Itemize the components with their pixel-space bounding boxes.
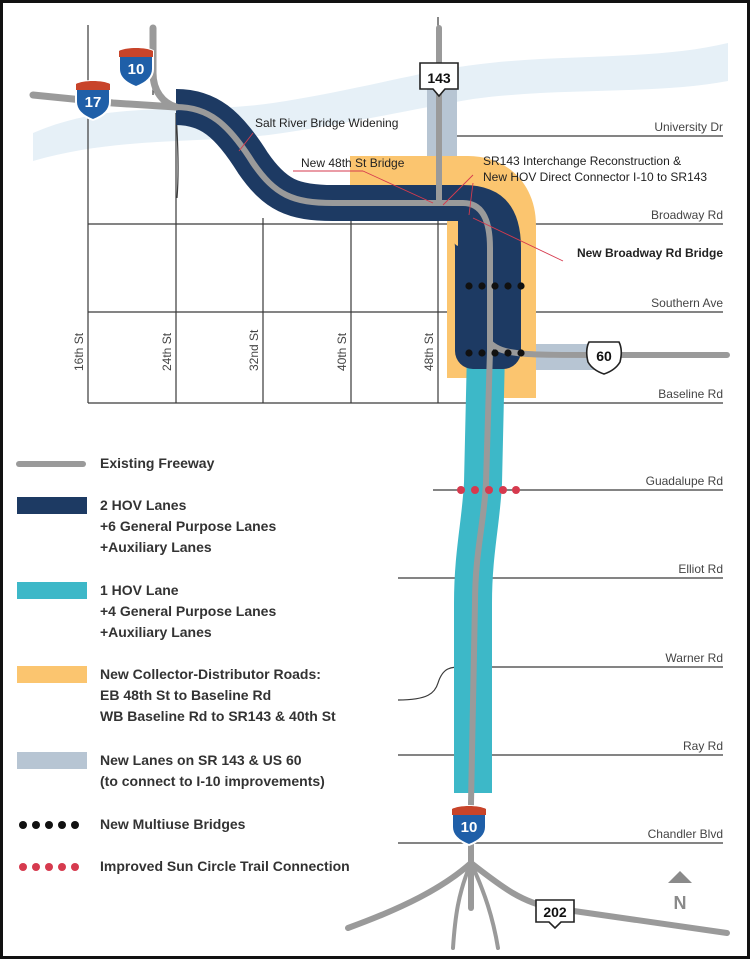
legend-dot xyxy=(32,863,40,871)
legend-item-collector: New Collector-Distributor Roads: EB 48th … xyxy=(17,666,336,724)
legend-swatch-hov2 xyxy=(17,497,87,514)
collector-distributor-roads xyxy=(350,156,536,398)
legend-label: 2 HOV Lanes xyxy=(100,497,187,513)
street-labels-ns: 16th St 24th St 32nd St 40th St 48th St xyxy=(72,329,436,371)
legend-label: +Auxiliary Lanes xyxy=(100,624,212,640)
north-arrow-icon: N xyxy=(668,871,692,913)
i10-bottom-number: 10 xyxy=(461,819,478,836)
i17-number: 17 xyxy=(85,94,102,111)
legend-label: WB Baseline Rd to SR143 & 40th St xyxy=(100,708,336,724)
legend-label: Existing Freeway xyxy=(100,455,215,471)
legend-label: +Auxiliary Lanes xyxy=(100,539,212,555)
legend-item-existing: Existing Freeway xyxy=(16,455,215,471)
legend-item-new_lanes: New Lanes on SR 143 & US 60 (to connect t… xyxy=(17,752,325,789)
legend-label: New Collector-Distributor Roads: xyxy=(100,666,321,682)
sr202-shield: 202 xyxy=(535,899,575,930)
callout-sr143-line2: New HOV Direct Connector I-10 to SR143 xyxy=(483,170,707,184)
legend-dot xyxy=(32,821,40,829)
legend-label: +4 General Purpose Lanes xyxy=(100,603,276,619)
street-40th: 40th St xyxy=(335,332,349,371)
street-chandler: Chandler Blvd xyxy=(648,827,723,841)
street-broadway: Broadway Rd xyxy=(651,208,723,222)
legend-label: New Lanes on SR 143 & US 60 xyxy=(100,752,302,768)
legend-label: EB 48th St to Baseline Rd xyxy=(100,687,271,703)
sr202-number: 202 xyxy=(543,904,567,920)
legend-label: New Multiuse Bridges xyxy=(100,816,246,832)
legend-dot xyxy=(45,863,53,871)
i10-bottom-shield: 10 xyxy=(451,805,487,847)
legend-item-suncircle: Improved Sun Circle Trail Connection xyxy=(19,858,350,874)
street-university: University Dr xyxy=(654,120,723,134)
callout-leaders xyxy=(238,132,564,262)
legend-label: 1 HOV Lane xyxy=(100,582,179,598)
legend-label: +6 General Purpose Lanes xyxy=(100,518,276,534)
legend-item-hov1: 1 HOV Lane +4 General Purpose Lanes +Auxil… xyxy=(17,582,276,640)
sun-circle-trail-connection xyxy=(457,486,520,494)
callout-labels: Salt River Bridge Widening New 48th St B… xyxy=(255,116,723,260)
legend-label: Improved Sun Circle Trail Connection xyxy=(100,858,350,874)
callout-salt-river: Salt River Bridge Widening xyxy=(255,116,398,130)
legend-dot xyxy=(19,821,27,829)
callout-broadway-bridge: New Broadway Rd Bridge xyxy=(577,246,723,260)
i10-top-shield: 10 xyxy=(118,47,154,89)
legend-dot xyxy=(58,863,66,871)
callout-sr143-line1: SR143 Interchange Reconstruction & xyxy=(483,154,681,168)
legend-swatch-collector xyxy=(17,666,87,683)
legend-dot xyxy=(19,863,27,871)
sr143-shield: 143 xyxy=(419,62,459,98)
legend-dot xyxy=(71,821,79,829)
street-16th: 16th St xyxy=(72,332,86,371)
i10-top-number: 10 xyxy=(128,61,145,78)
us60-shield: 60 xyxy=(585,341,623,375)
sr143-number: 143 xyxy=(427,70,451,86)
street-guadalupe: Guadalupe Rd xyxy=(646,474,723,488)
legend-swatch-hov1 xyxy=(17,582,87,599)
street-48th: 48th St xyxy=(422,332,436,371)
street-southern: Southern Ave xyxy=(651,296,723,310)
legend-dot xyxy=(58,821,66,829)
street-24th: 24th St xyxy=(160,332,174,371)
legend-swatch-new_lanes xyxy=(17,752,87,769)
street-grid xyxy=(87,17,723,844)
map-canvas: University Dr Broadway Rd Southern Ave B… xyxy=(16,17,730,950)
legend-swatch-multiuse xyxy=(19,821,79,829)
legend: Existing Freeway 2 HOV Lanes +6 General Pu… xyxy=(16,455,350,874)
north-label: N xyxy=(674,893,687,913)
callout-new-48th: New 48th St Bridge xyxy=(301,156,405,170)
street-labels-ew: University Dr Broadway Rd Southern Ave B… xyxy=(646,120,724,841)
legend-swatch-suncircle xyxy=(19,863,79,871)
legend-dot xyxy=(71,863,79,871)
legend-item-hov2: 2 HOV Lanes +6 General Purpose Lanes +Auxi… xyxy=(17,497,276,555)
multiuse-bridges xyxy=(465,282,525,357)
street-elliot: Elliot Rd xyxy=(678,562,723,576)
us60-number: 60 xyxy=(596,348,612,364)
street-ray: Ray Rd xyxy=(683,739,723,753)
street-warner: Warner Rd xyxy=(665,651,723,665)
i17-shield: 17 xyxy=(75,80,111,122)
legend-label: (to connect to I-10 improvements) xyxy=(100,773,325,789)
legend-dot xyxy=(45,821,53,829)
street-32nd: 32nd St xyxy=(247,329,261,371)
legend-item-multiuse: New Multiuse Bridges xyxy=(19,816,246,832)
street-baseline: Baseline Rd xyxy=(658,387,723,401)
